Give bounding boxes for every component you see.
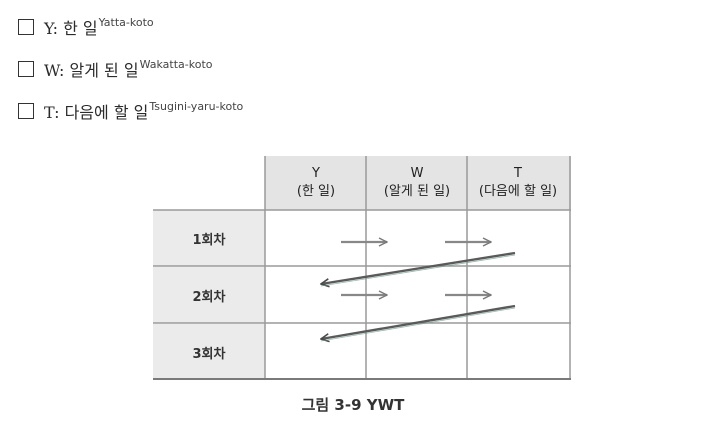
row-band-3 xyxy=(153,324,265,380)
header-letter: T xyxy=(514,166,522,181)
row-label-3: 3회차 xyxy=(192,346,226,362)
checklist-romanization: Wakatta-koto xyxy=(139,58,213,71)
checkbox-icon xyxy=(18,103,34,119)
checklist-label: T: 다음에 할 일 xyxy=(44,103,149,122)
header-y: Y (한 일) xyxy=(266,156,366,210)
ywt-figure: Y (한 일) W (알게 된 일) T (다음에 할 일) 1회차 2회차 3… xyxy=(153,156,571,380)
header-sub: (한 일) xyxy=(296,184,336,199)
header-letter: W xyxy=(410,166,424,181)
row-band-2 xyxy=(153,267,265,323)
figure-caption: 그림 3-9 YWT xyxy=(301,396,405,414)
arrow-return-1 xyxy=(321,251,516,284)
checklist-label: Y: 한 일 xyxy=(44,19,98,38)
header-sub: (알게 된 일) xyxy=(383,184,451,199)
checklist-item-t: T: 다음에 할 일Tsugini-yaru-koto xyxy=(18,96,243,124)
checklist-label: W: 알게 된 일 xyxy=(44,61,139,80)
header-band xyxy=(265,156,571,210)
header-letter: Y xyxy=(312,166,320,181)
header-t: T (다음에 할 일) xyxy=(468,156,568,210)
ywt-grid xyxy=(153,156,571,380)
checklist-item-y: Y: 한 일Yatta-koto xyxy=(18,12,154,40)
row-label-2: 2회차 xyxy=(192,289,226,305)
checklist-romanization: Tsugini-yaru-koto xyxy=(149,100,244,113)
checklist-item-w: W: 알게 된 일Wakatta-koto xyxy=(18,54,213,82)
arrow-return-2 xyxy=(321,304,516,339)
row-band-1 xyxy=(153,210,265,266)
checkbox-icon xyxy=(18,19,34,35)
header-w: W (알게 된 일) xyxy=(367,156,467,210)
row-label-1: 1회차 xyxy=(192,232,226,248)
checklist-romanization: Yatta-koto xyxy=(98,16,154,29)
header-sub: (다음에 할 일) xyxy=(478,184,558,199)
checkbox-icon xyxy=(18,61,34,77)
